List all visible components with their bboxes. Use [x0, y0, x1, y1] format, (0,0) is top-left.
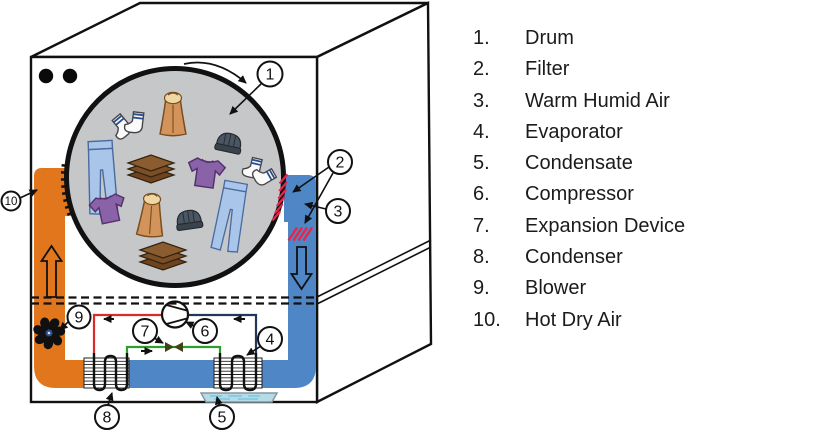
dryer-cutaway-drawing: 1 2 3 4 5 6 7 8 — [0, 1, 433, 430]
svg-text:7: 7 — [141, 324, 150, 341]
blower-fan-icon — [32, 315, 67, 351]
legend-item-filter: 2. Filter — [440, 54, 810, 85]
svg-text:3: 3 — [334, 204, 343, 221]
svg-text:1: 1 — [266, 67, 275, 84]
callout-filter: 2 — [327, 149, 353, 175]
legend-label: Blower — [525, 277, 587, 300]
callout-drum: 1 — [256, 60, 284, 88]
legend-item-condenser: 8. Condenser — [440, 242, 810, 273]
legend-label: Evaporator — [525, 120, 623, 143]
legend-num: 7. — [473, 214, 490, 237]
compressor — [160, 300, 190, 329]
compartment-separator-lines — [31, 296, 317, 305]
legend-item-expansion-device: 7. Expansion Device — [440, 211, 810, 242]
legend-num: 4. — [473, 120, 490, 143]
duct-filter-marks — [287, 226, 314, 242]
legend-num: 5. — [473, 152, 490, 175]
refrigeration-circuit — [32, 300, 279, 403]
callout-compressor: 6 — [192, 318, 218, 344]
condenser — [83, 353, 130, 392]
callout-condensate: 5 — [209, 404, 235, 430]
control-knob-icon[interactable] — [62, 68, 78, 84]
callout-badges: 1 2 3 4 5 6 7 8 — [0, 60, 353, 430]
legend-item-condensate: 5. Condensate — [440, 148, 810, 179]
drum-outlet-filter-marks — [271, 173, 289, 222]
suction-line — [188, 313, 258, 353]
expansion-valve — [165, 342, 183, 352]
legend-label: Condenser — [525, 246, 623, 269]
callout-blower: 9 — [66, 304, 92, 330]
condenser-coil-tube — [92, 353, 129, 392]
humid-air-down-arrow-icon — [289, 246, 314, 291]
side-panel-seam-lines — [316, 239, 432, 305]
legend-item-warm-humid-air: 3. Warm Humid Air — [440, 86, 810, 117]
legend-label: Compressor — [525, 183, 634, 206]
drum — [60, 61, 314, 288]
condensate-tray — [199, 392, 279, 403]
evaporator — [213, 353, 263, 392]
legend-item-drum: 1. Drum — [440, 23, 810, 54]
legend-item-compressor: 6. Compressor — [440, 179, 810, 210]
legend-item-blower: 9. Blower — [440, 273, 810, 304]
svg-text:9: 9 — [75, 310, 84, 327]
drum-air-inlet-perforations — [60, 161, 73, 216]
svg-text:6: 6 — [201, 324, 210, 341]
callout-hot-dry-air: 10 — [0, 190, 22, 212]
legend-item-evaporator: 4. Evaporator — [440, 117, 810, 148]
warm-humid-air-duct — [129, 175, 316, 388]
callout-expansion-device: 7 — [132, 318, 158, 344]
drum-rotation-arrow-icon — [183, 61, 247, 84]
legend-label: Drum — [525, 27, 574, 49]
svg-text:2: 2 — [336, 155, 345, 172]
legend-label: Hot Dry Air — [525, 308, 622, 331]
legend: 1. Drum 2. Filter 3. Warm Humid Air 4. E… — [440, 23, 810, 336]
legend-label: Filter — [525, 58, 570, 81]
legend-label: Expansion Device — [525, 214, 686, 237]
discharge-line — [92, 313, 162, 353]
evaporator-coil-tube — [218, 353, 258, 392]
legend-label: Condensate — [525, 152, 633, 175]
legend-num: 6. — [473, 183, 490, 206]
svg-text:4: 4 — [266, 332, 275, 349]
legend-item-hot-dry-air: 10. Hot Dry Air — [440, 305, 810, 336]
svg-text:8: 8 — [103, 410, 112, 427]
callout-lines — [19, 83, 334, 406]
legend-num: 8. — [473, 246, 490, 269]
callout-warm-humid-air: 3 — [325, 198, 351, 224]
callout-evaporator: 4 — [257, 326, 283, 352]
legend-num: 10. — [473, 308, 501, 331]
control-knob-icon[interactable] — [38, 68, 54, 84]
legend-num: 9. — [473, 277, 490, 300]
legend-num: 1. — [473, 27, 490, 49]
legend-label: Warm Humid Air — [525, 89, 670, 112]
callout-condenser: 8 — [94, 404, 120, 430]
svg-text:10: 10 — [5, 196, 18, 208]
legend-num: 3. — [473, 89, 490, 112]
svg-text:5: 5 — [218, 410, 227, 427]
legend-num: 2. — [473, 58, 490, 81]
